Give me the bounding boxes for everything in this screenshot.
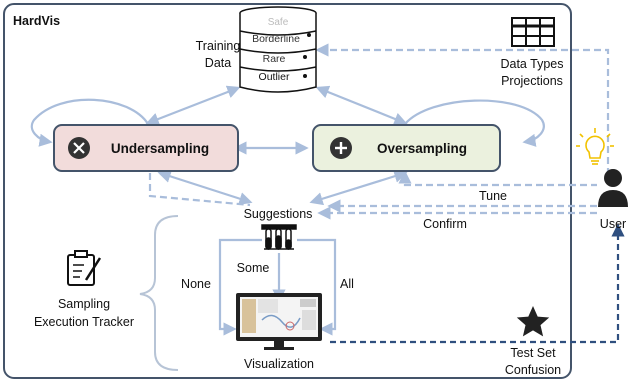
- tracker-label-1: Sampling: [58, 297, 110, 311]
- table-grid-icon: [511, 17, 555, 47]
- lightbulb-icon: [576, 128, 614, 165]
- arrow-over-dash: [398, 170, 597, 187]
- layer-outlier: Outlier: [259, 71, 290, 83]
- undersampling-box: Undersampling: [53, 124, 239, 172]
- tracker-label-2: Execution Tracker: [34, 315, 134, 329]
- option-none: None: [181, 277, 211, 291]
- option-all: All: [340, 277, 354, 291]
- clipboard-icon: [67, 250, 102, 286]
- test-tubes-icon: [261, 224, 297, 250]
- plus-circle-icon: [330, 137, 352, 159]
- training-data-label-1: Training: [196, 39, 241, 53]
- monitor-icon: [236, 293, 322, 350]
- oversampling-box: Oversampling: [312, 124, 501, 172]
- arrow-under-suggestions: [157, 169, 253, 206]
- training-data-label-2: Data: [205, 56, 231, 70]
- arrow-data-under: [145, 85, 241, 126]
- loop-under: [30, 98, 149, 147]
- minus-circle-icon: [68, 137, 90, 159]
- undersampling-label: Undersampling: [111, 141, 209, 156]
- layer-rare: Rare: [263, 53, 286, 65]
- arrow-viz-user: [330, 223, 625, 344]
- tracker-brace: [139, 215, 179, 371]
- test-set-label-1: Test Set: [510, 346, 556, 360]
- star-icon: [516, 306, 550, 337]
- arrow-over-suggestions: [309, 169, 408, 206]
- arrow-under-dash: [148, 173, 251, 207]
- suggestions-label: Suggestions: [244, 207, 313, 221]
- confirm-label: Confirm: [423, 217, 467, 231]
- arrow-all: [297, 238, 337, 336]
- arrow-user-data: [315, 43, 610, 175]
- arrows: [30, 85, 545, 336]
- training-data-database: Safe Borderline Rare Outlier: [239, 6, 317, 93]
- arrow-none: [218, 238, 262, 336]
- loop-over: [404, 99, 545, 147]
- layer-safe: Safe: [268, 17, 289, 28]
- layer-borderline: Borderline: [252, 33, 300, 45]
- tune-label: Tune: [479, 189, 507, 203]
- arrow-data-over: [315, 85, 408, 126]
- database-icon: [239, 6, 317, 93]
- visualization-label: Visualization: [244, 357, 314, 371]
- option-some: Some: [237, 261, 270, 275]
- hardvis-frame: [3, 3, 572, 379]
- user-icon: [598, 169, 628, 207]
- test-set-label-2: Confusion: [505, 363, 561, 377]
- data-types-label-2: Projections: [501, 74, 563, 88]
- dashed-arrows: [148, 43, 610, 220]
- data-types-label-1: Data Types: [500, 57, 563, 71]
- system-title: HardVis: [13, 14, 60, 28]
- user-label: User: [600, 217, 626, 231]
- oversampling-label: Oversampling: [377, 141, 467, 156]
